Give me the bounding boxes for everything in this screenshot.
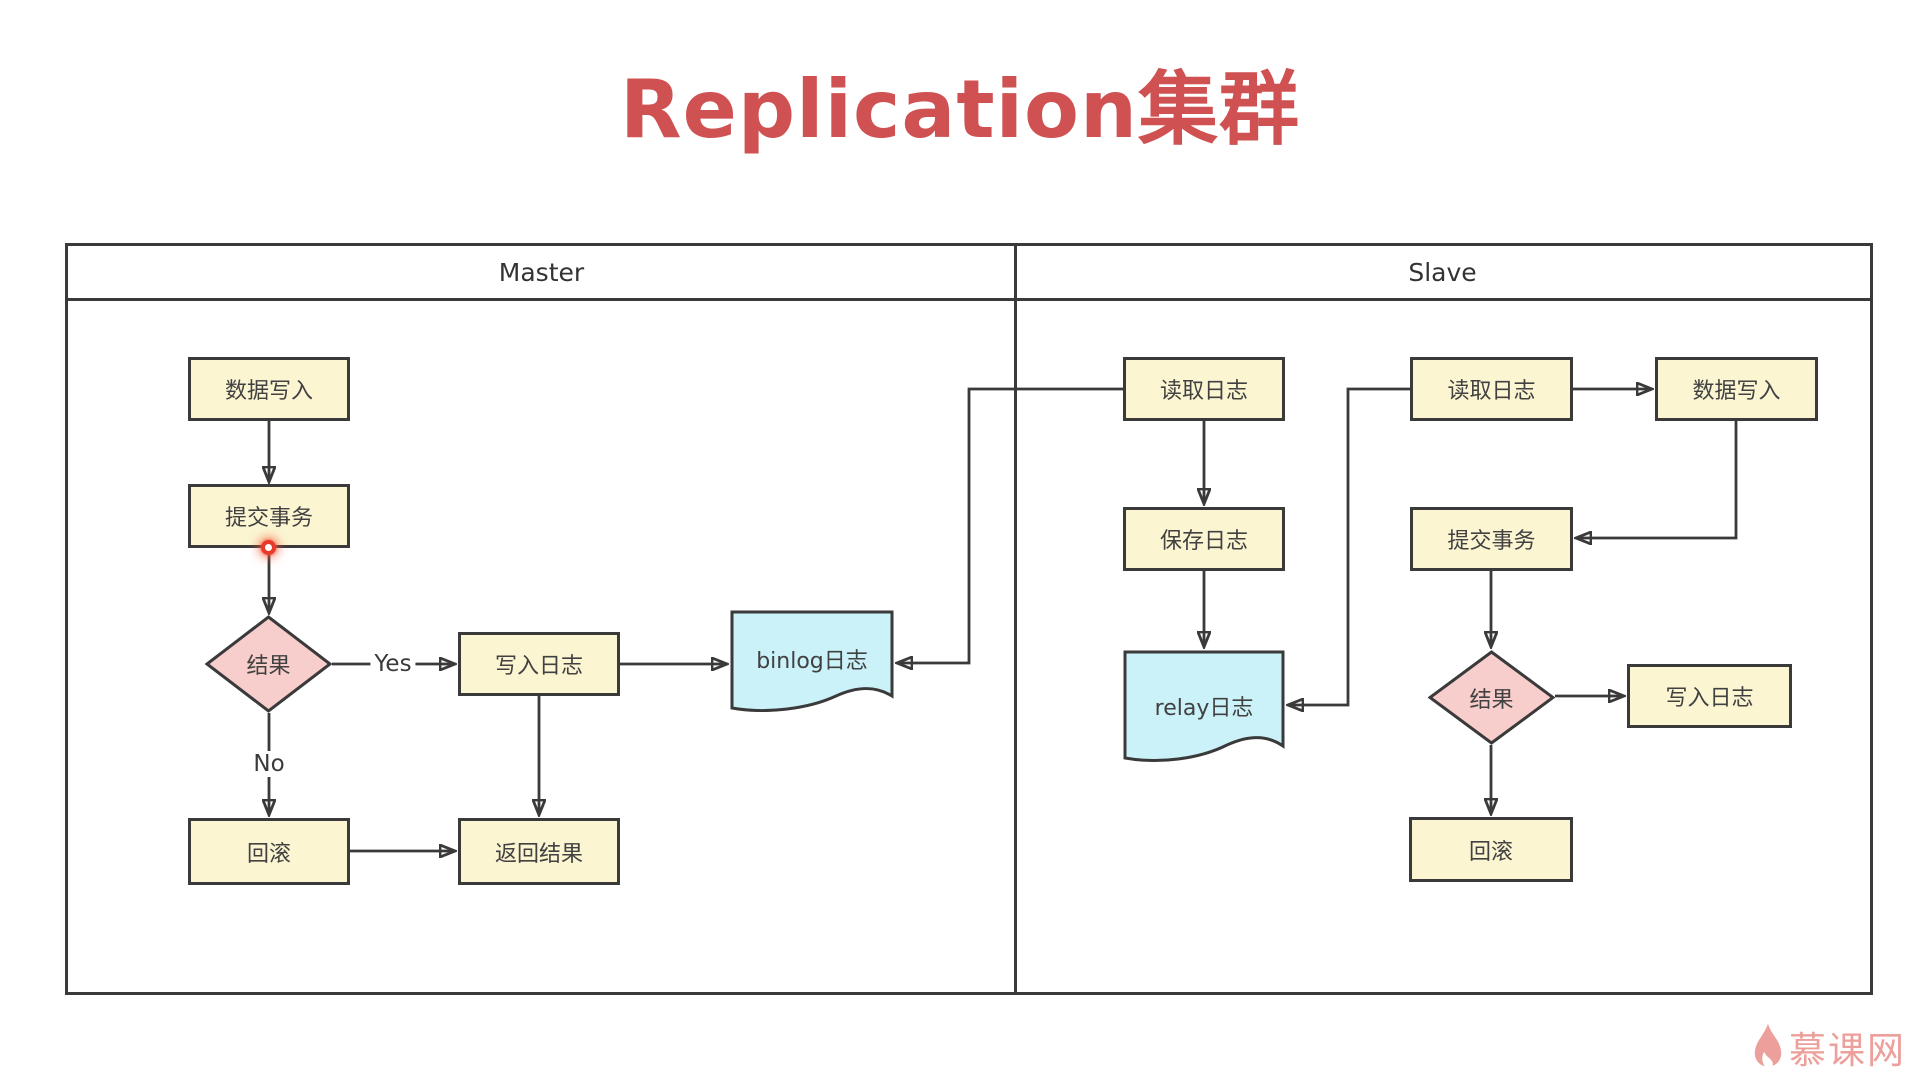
node-master-write-log: 写入日志 [458, 632, 620, 696]
node-label: 回滚 [246, 841, 291, 867]
node-master-result-decision: 结果 [205, 615, 332, 713]
lane-label-master: Master [498, 257, 585, 287]
watermark-logo: 慕课网 [1752, 1020, 1906, 1074]
node-label: 写入日志 [1665, 686, 1754, 711]
node-label: 数据写入 [224, 379, 313, 404]
node-label: 读取日志 [1159, 379, 1248, 404]
node-master-return-result: 返回结果 [458, 818, 620, 885]
cursor-highlight-dot [261, 540, 276, 555]
node-label: 回滚 [1468, 839, 1513, 865]
node-label: 提交事务 [1447, 529, 1536, 554]
node-slave-relay-document: relay日志 [1123, 650, 1285, 766]
node-slave-result-decision: 结果 [1428, 650, 1555, 745]
node-label: 数据写入 [1692, 379, 1781, 404]
node-label: 读取日志 [1447, 379, 1536, 404]
page-title: Replication集群 [620, 63, 1300, 156]
node-master-binlog-document: binlog日志 [730, 610, 894, 712]
node-slave-commit: 提交事务 [1410, 507, 1573, 571]
watermark-text: 慕课网 [1789, 1029, 1906, 1072]
node-slave-read-log-1: 读取日志 [1123, 357, 1285, 421]
node-slave-data-write: 数据写入 [1655, 357, 1818, 421]
lane-header-master: Master [68, 246, 1015, 301]
node-label: 结果 [1469, 687, 1514, 713]
node-label: 保存日志 [1159, 529, 1248, 554]
node-slave-write-log: 写入日志 [1627, 664, 1792, 728]
node-master-commit: 提交事务 [188, 484, 350, 548]
node-slave-rollback: 回滚 [1409, 817, 1573, 882]
node-label: 返回结果 [494, 841, 583, 867]
lane-label-slave: Slave [1408, 257, 1477, 287]
diamond-shape [205, 615, 332, 713]
node-master-rollback: 回滚 [188, 818, 350, 885]
node-label: 写入日志 [494, 654, 583, 679]
document-shape [730, 610, 894, 712]
document-shape [1123, 650, 1285, 762]
node-label: binlog日志 [756, 649, 868, 674]
node-label: 结果 [246, 654, 291, 679]
node-slave-read-log-2: 读取日志 [1410, 357, 1573, 421]
node-label: 提交事务 [224, 506, 313, 531]
edge-label-no: No [249, 751, 289, 777]
node-master-data-write: 数据写入 [188, 357, 350, 421]
flame-icon [1754, 1023, 1782, 1071]
diamond-shape [1428, 650, 1555, 745]
node-label: relay日志 [1154, 696, 1254, 721]
lane-divider [1014, 246, 1017, 992]
edge-label-yes: Yes [370, 651, 416, 677]
node-slave-save-log: 保存日志 [1123, 507, 1285, 571]
lane-header-slave: Slave [1015, 246, 1870, 301]
